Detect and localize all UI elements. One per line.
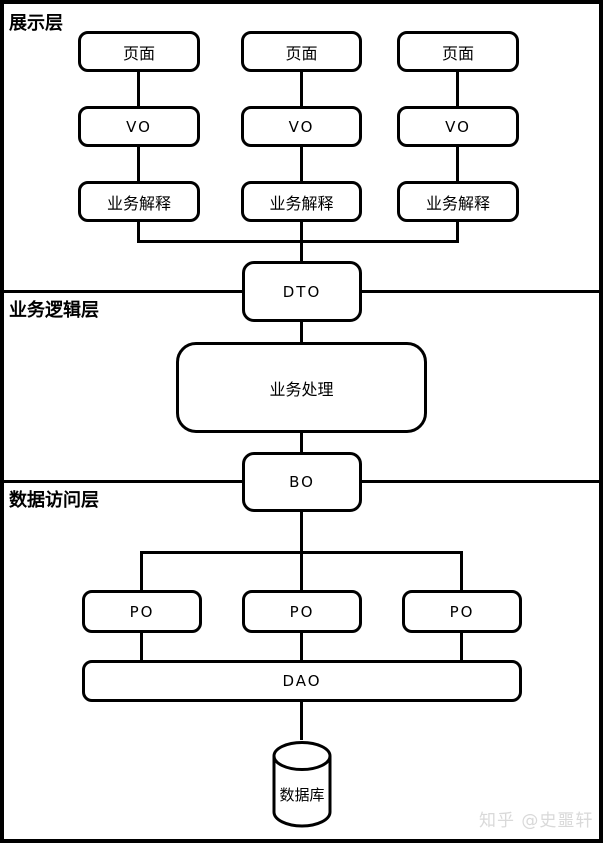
connector-page-vo-3 (456, 71, 459, 106)
layer-label-business: 业务逻辑层 (9, 300, 99, 321)
node-vo-2: VO (241, 106, 362, 147)
connector-vo-interpret-1 (137, 146, 140, 181)
connector-merge-bar-top (137, 240, 459, 243)
node-po-3: PO (402, 590, 522, 633)
connector-interpret-merge-1 (137, 221, 140, 243)
connector-po-dao-2 (300, 633, 303, 660)
node-interpret-2: 业务解释 (241, 181, 362, 222)
node-page-2: 页面 (241, 31, 362, 72)
connector-page-vo-1 (137, 71, 140, 106)
connector-split-po-3 (460, 551, 463, 590)
node-po-2: PO (242, 590, 362, 633)
database-node: 数据库 (272, 740, 332, 828)
connector-page-vo-2 (300, 71, 303, 106)
node-interpret-3: 业务解释 (397, 181, 519, 222)
layer-label-presentation: 展示层 (9, 13, 63, 34)
watermark: 知乎 @史噩轩 (479, 811, 594, 831)
database-label: 数据库 (279, 786, 325, 804)
node-vo-3: VO (397, 106, 519, 147)
connector-dao-database (300, 702, 303, 740)
node-bo: BO (242, 452, 362, 512)
connector-split-bar-bottom (140, 551, 463, 554)
node-page-1: 页面 (78, 31, 200, 72)
connector-po-dao-3 (460, 633, 463, 660)
node-interpret-1: 业务解释 (78, 181, 200, 222)
node-vo-1: VO (78, 106, 200, 147)
connector-vo-interpret-2 (300, 146, 303, 181)
database-cylinder-icon (272, 741, 332, 828)
connector-split-po-1 (140, 551, 143, 590)
node-po-1: PO (82, 590, 202, 633)
connector-interpret-merge-3 (456, 221, 459, 243)
node-processing: 业务处理 (176, 342, 427, 433)
connector-processing-bo (300, 432, 303, 452)
connector-vo-interpret-3 (456, 146, 459, 181)
connector-dto-processing (300, 322, 303, 342)
node-dao: DAO (82, 660, 522, 702)
layer-label-data-access: 数据访问层 (9, 490, 99, 511)
node-dto: DTO (242, 261, 362, 322)
node-page-3: 页面 (397, 31, 519, 72)
connector-po-dao-1 (140, 633, 143, 660)
